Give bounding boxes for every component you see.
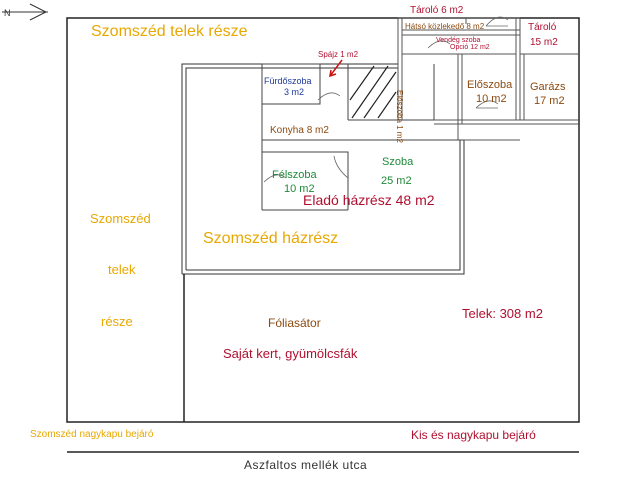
room-label-2: 25 m2	[381, 175, 412, 187]
storage-top-label: Tároló 6 m2	[410, 5, 464, 16]
red-arrow-icon	[329, 59, 343, 78]
street-label: Aszfaltos mellék utca	[244, 458, 368, 472]
rear-corridor-label: Hátsó közlekedő 8 m2	[405, 22, 485, 31]
guest-room-label-1: Vendég szoba	[436, 37, 481, 44]
neighbor-plot-top-label: Szomszéd telek része	[91, 23, 248, 40]
neighbor-plot-left-label-1: Szomszéd	[90, 211, 151, 226]
house-outline	[181, 63, 465, 275]
house-for-sale-label: Eladó házrész 48 m2	[303, 192, 435, 208]
neighbor-plot-left-label-3: része	[101, 314, 133, 329]
guest-room-label-2: Opció 12 m2	[450, 44, 490, 51]
hall-label-2: 10 m2	[476, 93, 507, 105]
neighbor-gate-label: Szomszéd nagykapu bejáró	[30, 429, 154, 440]
north-arrow-icon: N	[2, 3, 48, 21]
garage-label-1: Garázs	[530, 81, 566, 93]
interior-walls	[261, 63, 464, 211]
garage-label-2: 17 m2	[534, 95, 565, 107]
half-room-label-2: 10 m2	[284, 183, 315, 195]
small-corridor-label: Előszoba 1 m2	[395, 90, 404, 143]
room-label-1: Szoba	[382, 156, 414, 168]
hall-label-1: Előszoba	[467, 79, 513, 91]
own-gate-label: Kis és nagykapu bejáró	[411, 428, 536, 442]
door-swings	[263, 16, 509, 183]
half-room-label-1: Félszoba	[272, 169, 317, 181]
svg-text:N: N	[4, 8, 11, 18]
foil-tent-label: Fóliasátor	[268, 316, 321, 330]
plot-boundary	[66, 17, 580, 423]
neighbor-plot-left-label-2: telek	[108, 262, 136, 277]
plot-area-label: Telek: 308 m2	[462, 306, 543, 321]
storage-right-label-1: Tároló	[528, 22, 557, 33]
stair-hatch	[349, 65, 397, 119]
bathroom-label-2: 3 m2	[284, 87, 305, 97]
bathroom-label-1: Fürdőszoba	[264, 76, 312, 86]
neighbor-house-label: Szomszéd házrész	[203, 230, 339, 247]
kitchen-label: Konyha 8 m2	[270, 125, 329, 136]
own-garden-label: Saját kert, gyümölcsfák	[223, 346, 358, 361]
pantry-label: Spájz 1 m2	[318, 50, 359, 59]
outbuildings	[397, 17, 579, 141]
storage-right-label-2: 15 m2	[530, 37, 558, 48]
